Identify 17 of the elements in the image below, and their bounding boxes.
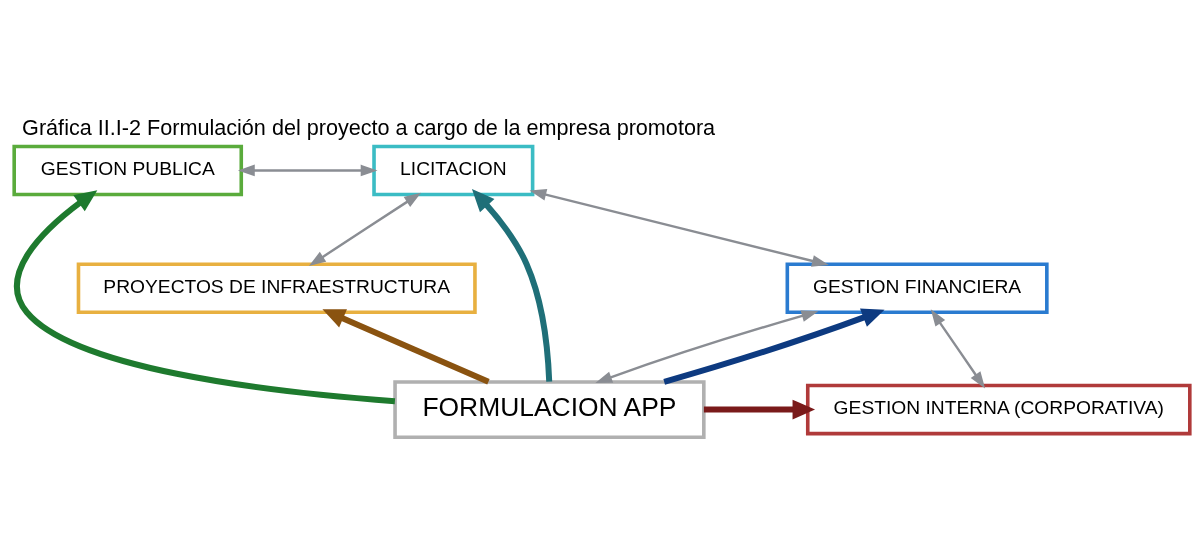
arrow	[237, 164, 378, 177]
node-box: GESTION PUBLICA	[12, 144, 244, 197]
arrow	[663, 308, 885, 385]
node-box: GESTION INTERNA (CORPORATIVA)	[805, 383, 1192, 436]
arrow	[529, 188, 829, 267]
arrow	[703, 399, 816, 420]
node-box: LICITACION	[372, 144, 535, 197]
arrow	[930, 309, 986, 389]
node-box: PROYECTOS DE INFRAESTRUCTURA	[76, 262, 477, 315]
arrow	[308, 192, 422, 266]
arrow	[471, 189, 553, 382]
node-box: FORMULACION APP	[393, 380, 706, 439]
arrow	[14, 190, 396, 405]
arrow	[595, 310, 819, 383]
node-box: GESTION FINANCIERA	[785, 262, 1049, 315]
arrow	[322, 309, 490, 385]
diagram-title: Gráfica II.I-2 Formulación del proyecto a cargo de la empresa promotora	[22, 114, 716, 140]
